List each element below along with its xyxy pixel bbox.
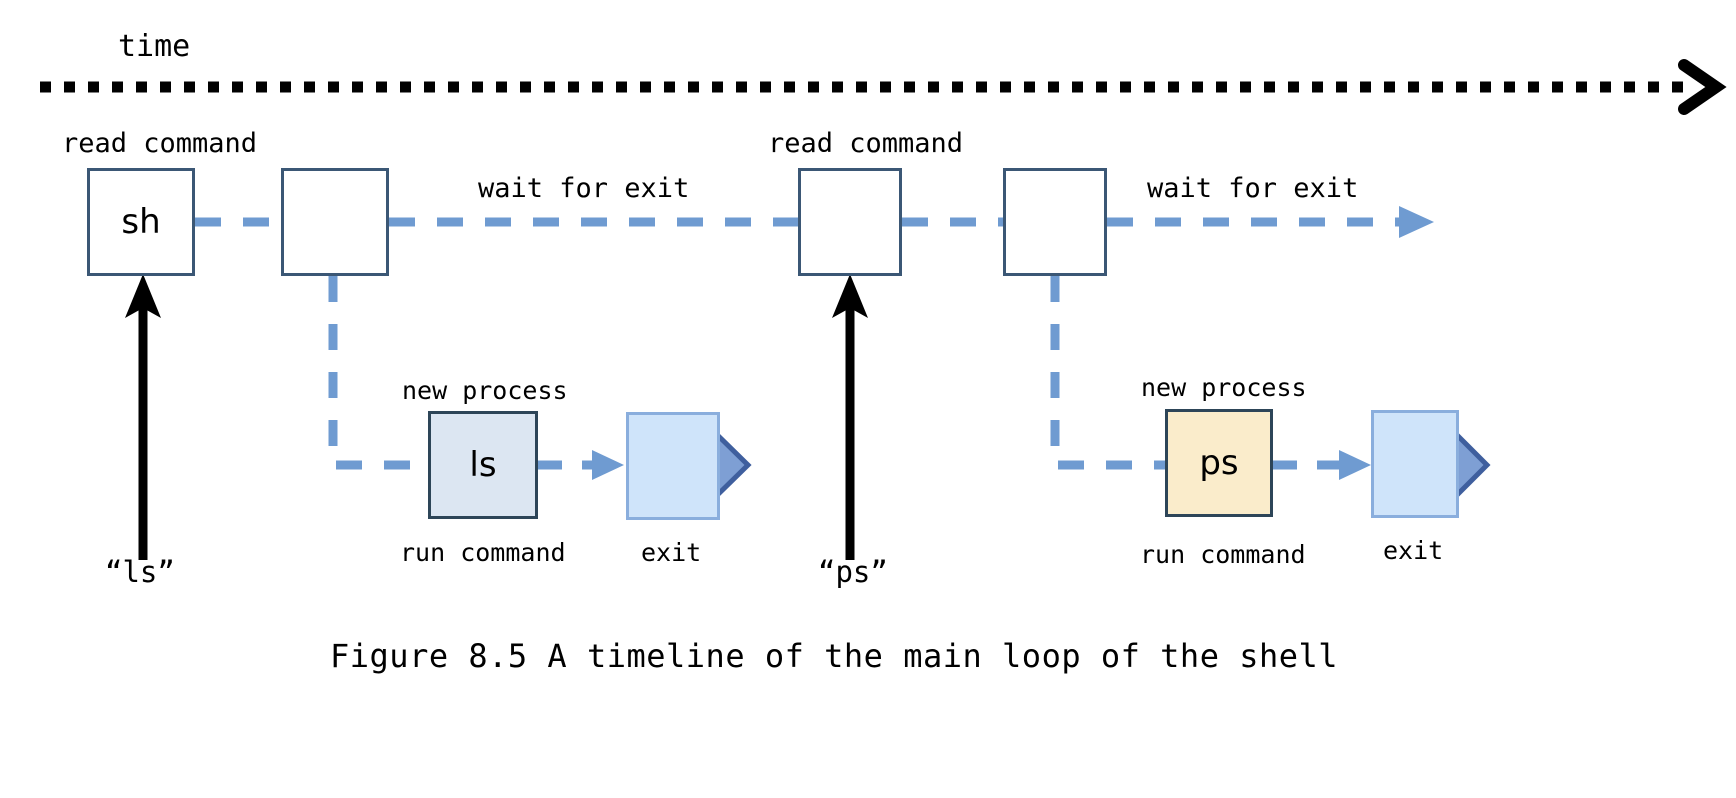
process-box-ps-label: ps xyxy=(1199,443,1239,483)
wait-for-exit-arrowhead xyxy=(1399,206,1434,238)
shell-box-2[interactable] xyxy=(281,168,389,276)
process-box-ps[interactable]: ps xyxy=(1165,409,1273,517)
run-command-label-1: run command xyxy=(400,538,566,567)
process-box-ls-label: ls xyxy=(469,445,497,485)
shell-box-3[interactable] xyxy=(798,168,902,276)
shell-box-1-label: sh xyxy=(121,202,161,242)
exit-label-1: exit xyxy=(641,538,702,567)
user-input-arrow-ls xyxy=(125,274,161,560)
ls-to-exit-flow xyxy=(538,450,624,480)
process-box-ls[interactable]: ls xyxy=(428,411,538,519)
exit-label-2: exit xyxy=(1383,536,1444,565)
time-axis-label: time xyxy=(118,29,191,64)
exit-box-1[interactable] xyxy=(626,412,720,520)
read-command-label-1: read command xyxy=(62,128,258,159)
user-input-arrow-ps xyxy=(832,274,868,560)
user-input-label-ps: “ps” xyxy=(818,555,888,589)
fork-path-ls xyxy=(328,276,428,470)
time-axis xyxy=(40,59,1727,115)
user-input-label-ls: “ls” xyxy=(105,555,175,589)
read-command-label-2: read command xyxy=(768,128,964,159)
wait-for-exit-label-1: wait for exit xyxy=(478,173,690,204)
new-process-label-2: new process xyxy=(1141,373,1307,402)
exit-box-2[interactable] xyxy=(1371,410,1459,518)
run-command-label-2: run command xyxy=(1140,540,1306,569)
new-process-label-1: new process xyxy=(402,376,568,405)
ps-to-exit-flow xyxy=(1273,450,1371,480)
fork-path-ps xyxy=(1050,276,1165,470)
shell-box-4[interactable] xyxy=(1003,168,1107,276)
figure-caption: Figure 8.5 A timeline of the main loop o… xyxy=(330,637,1339,675)
shell-box-1[interactable]: sh xyxy=(87,168,195,276)
wait-for-exit-label-2: wait for exit xyxy=(1147,173,1359,204)
